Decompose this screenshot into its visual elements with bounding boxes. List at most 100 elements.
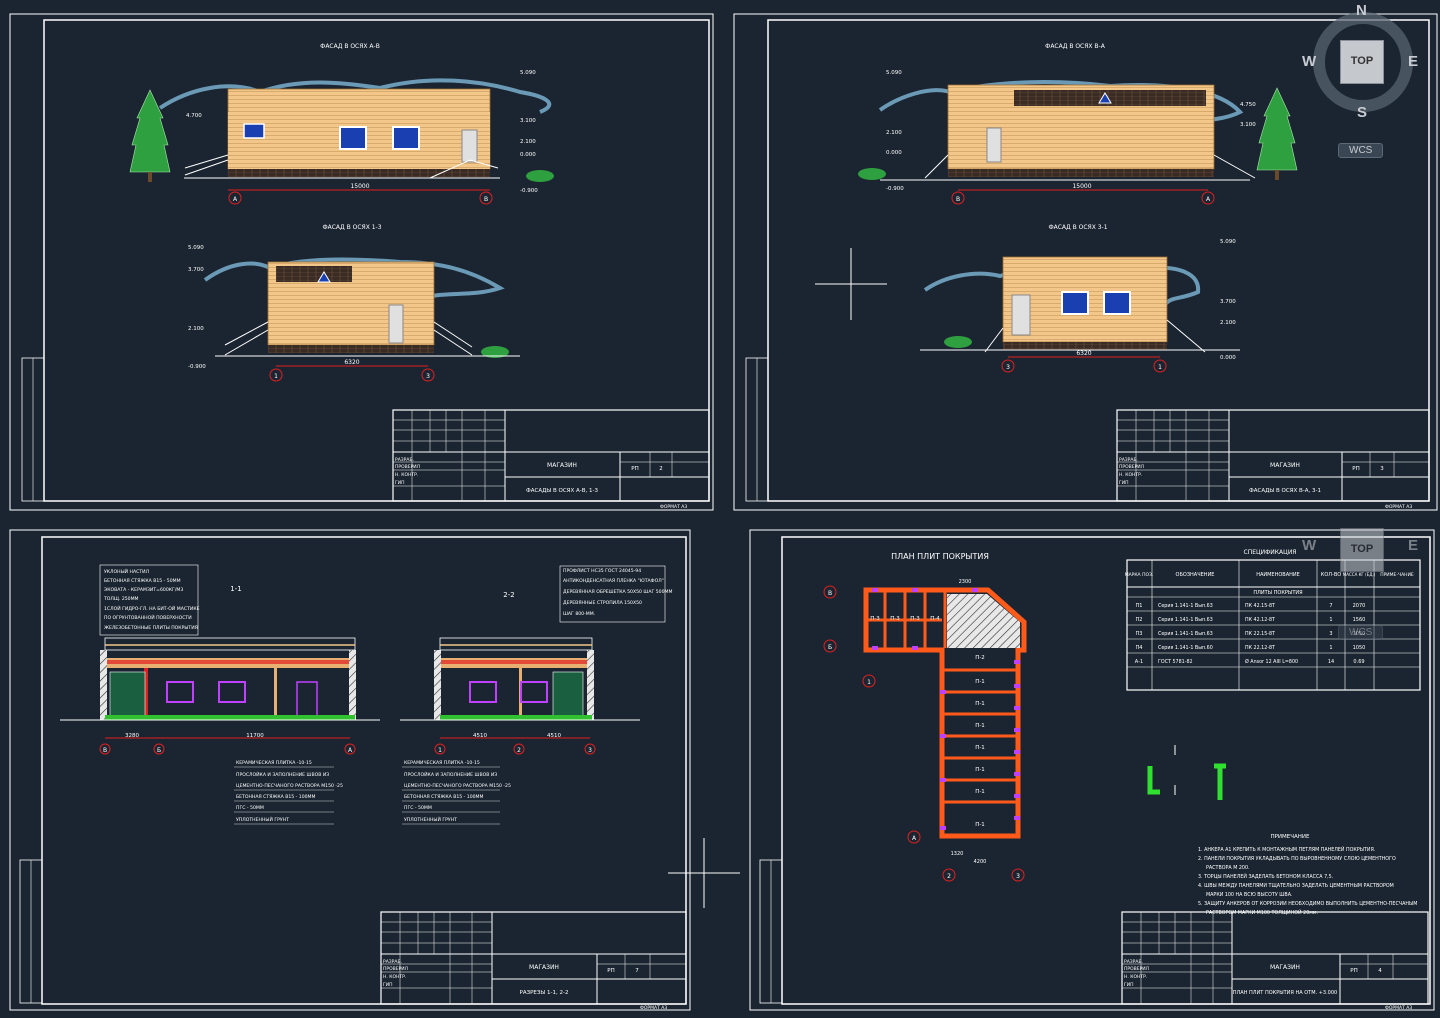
anchor-detail	[1147, 745, 1226, 800]
spec-row: А-1 ГОСТ 5781-82 Ø Ansor 12 AIII L=800 1…	[1135, 658, 1365, 665]
side-stamp	[21, 357, 45, 502]
viewcube-top-face: TOP	[1340, 528, 1384, 572]
notes-title: ПРИМЕЧАНИЕ	[1270, 834, 1310, 840]
svg-text:КЕРАМИЧЕСКАЯ ПЛИТКА -10-15: КЕРАМИЧЕСКАЯ ПЛИТКА -10-15	[404, 760, 480, 766]
svg-text:5.090: 5.090	[1220, 239, 1236, 245]
svg-text:2. ПАНЕЛИ ПОКРЫТИЯ УКЛАДЫВАТЬ: 2. ПАНЕЛИ ПОКРЫТИЯ УКЛАДЫВАТЬ ПО ВЫРОВНЕ…	[1198, 856, 1396, 862]
svg-text:3.700: 3.700	[188, 267, 204, 273]
drawing-title: 1-1	[230, 585, 241, 593]
sheet-3[interactable]: ФАСАД В ОСЯХ В-А 15000 В А 5.090 4.750 3…	[733, 13, 1438, 511]
roof-notes-1: УКЛОНЫЙ НАСТИЛ БЕТОННАЯ СТЯЖКА В15 - 50М…	[99, 564, 200, 636]
sheet-2[interactable]: ФАСАД В ОСЯХ А-В 15000 А В 5.090 4.700	[9, 13, 714, 511]
facade-drawing	[920, 256, 1240, 358]
tb-label: Н. КОНТР.	[395, 472, 418, 478]
svg-text:ЭКОВАТА - КЕРАМЗИТ=600КГ/М3: ЭКОВАТА - КЕРАМЗИТ=600КГ/М3	[104, 587, 183, 593]
slab-label: П-1	[975, 723, 985, 729]
svg-text:4.750: 4.750	[1240, 102, 1256, 108]
svg-text:ПК 42.12-8Т: ПК 42.12-8Т	[1245, 617, 1275, 623]
spec-header: ОБОЗНАЧЕНИЕ	[1176, 572, 1215, 578]
svg-text:Серия 1.141-1 Вып.60: Серия 1.141-1 Вып.60	[1158, 645, 1213, 651]
tb-project: МАГАЗИН	[1270, 462, 1300, 469]
spec-header: МАРКА ПОЗ.	[1125, 572, 1154, 578]
dimension-label: 4510	[547, 733, 561, 739]
tb-sheet-name: ФАСАДЫ В ОСЯХ А-В, 1-3	[526, 488, 599, 494]
svg-text:ДЕРЕВЯННАЯ ОБРЕШЕТКА 50Х50 ШАГ: ДЕРЕВЯННАЯ ОБРЕШЕТКА 50Х50 ШАГ 500ММ	[563, 589, 672, 595]
title-block	[1116, 409, 1430, 502]
svg-text:2.100: 2.100	[1220, 320, 1236, 326]
compass-east: E	[1408, 537, 1419, 554]
compass-south[interactable]: S	[1357, 104, 1368, 121]
tb-sheet-no: 2	[659, 466, 663, 472]
axis-marker: 3	[1006, 364, 1010, 371]
viewcube[interactable]: TOP N W E S	[1302, 2, 1419, 121]
svg-text:ПК 42.15-8Т: ПК 42.15-8Т	[1245, 603, 1275, 609]
svg-text:П2: П2	[1136, 617, 1143, 623]
svg-text:ПК 22.12-8Т: ПК 22.12-8Т	[1245, 645, 1275, 651]
format-label: ФОРМАТ А3	[660, 504, 687, 510]
svg-text:ЖЕЛЕЗОБЕТОННЫЕ ПЛИТЫ ПОКРЫТИЯ: ЖЕЛЕЗОБЕТОННЫЕ ПЛИТЫ ПОКРЫТИЯ	[104, 625, 198, 631]
axis-marker: 1	[867, 679, 871, 686]
crosshair-cursor	[815, 248, 887, 320]
svg-text:ГОСТ 5781-82: ГОСТ 5781-82	[1158, 659, 1193, 665]
wcs-menu-button: WCS	[1338, 625, 1384, 640]
svg-text:1СЛОЙ ГИДРО-ГЛ. НА БИТ-ОЙ МАСТ: 1СЛОЙ ГИДРО-ГЛ. НА БИТ-ОЙ МАСТИКЕ	[104, 605, 200, 612]
slab-label: П-4	[930, 616, 940, 622]
svg-text:ПГС - 50ММ: ПГС - 50ММ	[236, 805, 264, 811]
svg-text:-0.900: -0.900	[886, 186, 904, 192]
tb-sheet-no: 4	[1378, 968, 1382, 974]
compass-east[interactable]: E	[1408, 53, 1419, 70]
svg-text:3.700: 3.700	[1220, 299, 1236, 305]
viewcube-top-face[interactable]: TOP	[1340, 40, 1384, 84]
svg-text:2070: 2070	[1353, 603, 1366, 609]
svg-text:БЕТОННАЯ СТЯЖКА В15 - 50ММ: БЕТОННАЯ СТЯЖКА В15 - 50ММ	[104, 578, 181, 584]
dimension-label: 4510	[473, 733, 487, 739]
compass-north[interactable]: N	[1356, 2, 1367, 19]
dimension-label: 11700	[246, 733, 264, 739]
axis-marker: 1	[438, 747, 442, 754]
format-label: ФОРМАТ А3	[1385, 504, 1412, 510]
tb-label: РАЗРАБ.	[383, 959, 402, 965]
svg-text:Серия 1.141-1 Вып.63: Серия 1.141-1 Вып.63	[1158, 603, 1213, 609]
svg-text:0.000: 0.000	[520, 152, 536, 158]
tb-label: ГИП	[1119, 480, 1129, 486]
spec-group: ПЛИТЫ ПОКРЫТИЯ	[1253, 590, 1302, 596]
compass-west[interactable]: W	[1302, 53, 1317, 70]
tb-stage: РП	[607, 968, 614, 974]
svg-text:ТОЛЩ. 250ММ: ТОЛЩ. 250ММ	[103, 596, 139, 602]
svg-text:ЦЕМЕНТНО-ПЕСЧАНОГО РАСТВОРА М1: ЦЕМЕНТНО-ПЕСЧАНОГО РАСТВОРА М150 -25	[404, 783, 511, 789]
svg-text:П1: П1	[1136, 603, 1143, 609]
compass-west: W	[1302, 537, 1317, 554]
svg-text:7: 7	[1329, 603, 1332, 609]
svg-text:П3: П3	[1136, 631, 1143, 637]
svg-text:3.100: 3.100	[1240, 122, 1256, 128]
axis-marker: А	[912, 835, 917, 842]
svg-text:Ø Ansor 12 AIII L=800: Ø Ansor 12 AIII L=800	[1245, 658, 1298, 665]
dimension-label: 1320	[951, 851, 964, 857]
sheet-7[interactable]: 1-1 2-2 УКЛОНЫЙ НАСТИЛ БЕТОННАЯ СТЯЖКА В…	[9, 529, 740, 1011]
svg-text:Серия 1.141-1 Вып.63: Серия 1.141-1 Вып.63	[1158, 617, 1213, 623]
level-marks: 5.090 4.750 3.100 2.100 0.000 -0.900	[886, 70, 1256, 192]
sheet-4[interactable]: ПЛАН ПЛИТ ПОКРЫТИЯ	[749, 529, 1435, 1011]
dimension-label: 15000	[350, 183, 369, 190]
svg-text:ПРОФЛИСТ НС35 ГОСТ 24045-94: ПРОФЛИСТ НС35 ГОСТ 24045-94	[563, 568, 641, 574]
axis-marker: 3	[426, 373, 430, 380]
svg-text:5.090: 5.090	[886, 70, 902, 76]
tb-project: МАГАЗИН	[547, 462, 577, 469]
drawing-title: 2-2	[503, 591, 514, 599]
title-block	[392, 409, 710, 502]
spec-header: НАИМЕНОВАНИЕ	[1256, 572, 1300, 578]
svg-text:-0.900: -0.900	[188, 364, 206, 370]
roof-notes-2: ПРОФЛИСТ НС35 ГОСТ 24045-94 АНТИКОНДЕНСА…	[559, 565, 672, 623]
svg-text:3: 3	[1329, 631, 1332, 637]
dimension-label: 4200	[974, 859, 987, 865]
wcs-menu-button[interactable]: WCS	[1338, 143, 1384, 158]
tb-stage: РП	[1350, 968, 1357, 974]
svg-text:14: 14	[1328, 659, 1334, 665]
slab-label: П-1	[975, 679, 985, 685]
svg-text:4.700: 4.700	[186, 113, 202, 119]
tb-sheet-name: ФАСАДЫ В ОСЯХ В-А, 3-1	[1249, 488, 1321, 494]
viewcube-ring[interactable]	[1310, 10, 1416, 116]
tb-sheet-no: 3	[1380, 466, 1384, 472]
slab-label: П-2	[975, 655, 985, 661]
